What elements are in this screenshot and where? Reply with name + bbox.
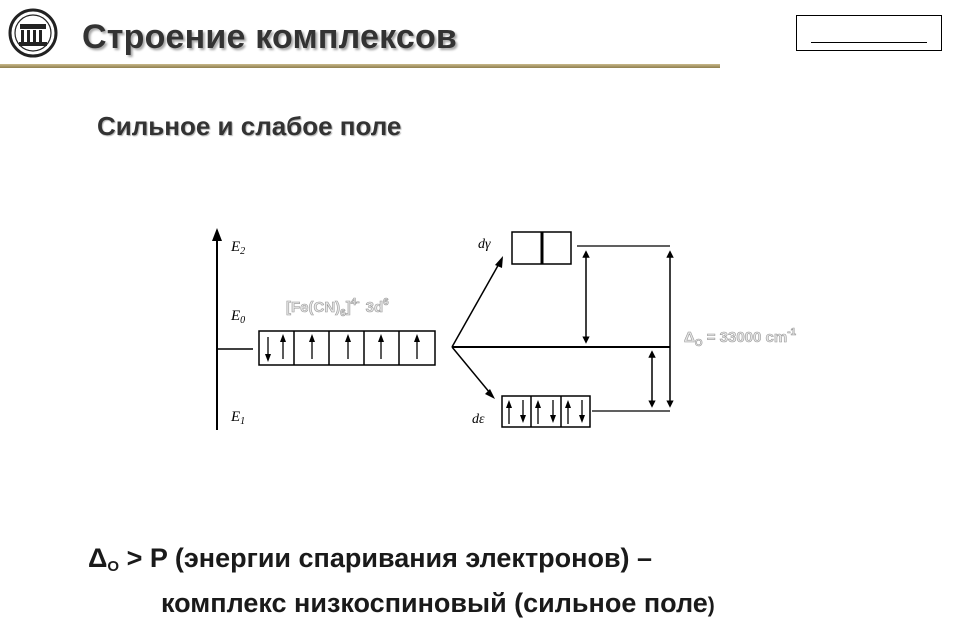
conclusion-text: ΔO > P (энергии спаривания электронов) –… (88, 540, 715, 624)
corner-placeholder-box (796, 15, 942, 51)
free-ion-orbitals (258, 330, 436, 366)
d-epsilon-orbitals (501, 395, 591, 428)
energy-axis-arrowhead-icon (212, 228, 222, 241)
d-gamma-orbitals (511, 231, 572, 265)
d-epsilon-label: dε (472, 412, 485, 427)
delta-o-value-label: ΔO = 33000 cm-1 (684, 327, 797, 349)
d-gamma-label: dγ (478, 237, 491, 252)
split-arrow-down-head-icon (485, 389, 495, 399)
energy-label-e2: E2 (230, 239, 245, 257)
conclusion-line1: > P (энергии спаривания электронов) – (119, 543, 653, 573)
conclusion-delta: Δ (88, 543, 108, 573)
conclusion-delta-sub: O (107, 558, 120, 575)
page-title: Строение комплексов (82, 18, 458, 56)
conclusion-line2: комплекс низкоспиновый (сильное поле (161, 588, 708, 618)
energy-label-e1: E1 (230, 409, 245, 427)
complex-formula-label: [Fe(CN)6]4-3d6 (286, 297, 389, 319)
split-arrow-down (451, 346, 491, 394)
energy-label-e0: E0 (230, 308, 245, 326)
university-logo-icon (8, 8, 58, 58)
conclusion-line2-close: ) (707, 594, 715, 617)
corner-placeholder-line (811, 41, 927, 43)
split-arrow-up-head-icon (495, 256, 503, 268)
section-subtitle: Сильное и слабое поле (97, 111, 402, 141)
split-arrow-up (451, 261, 501, 348)
title-divider (0, 64, 720, 68)
